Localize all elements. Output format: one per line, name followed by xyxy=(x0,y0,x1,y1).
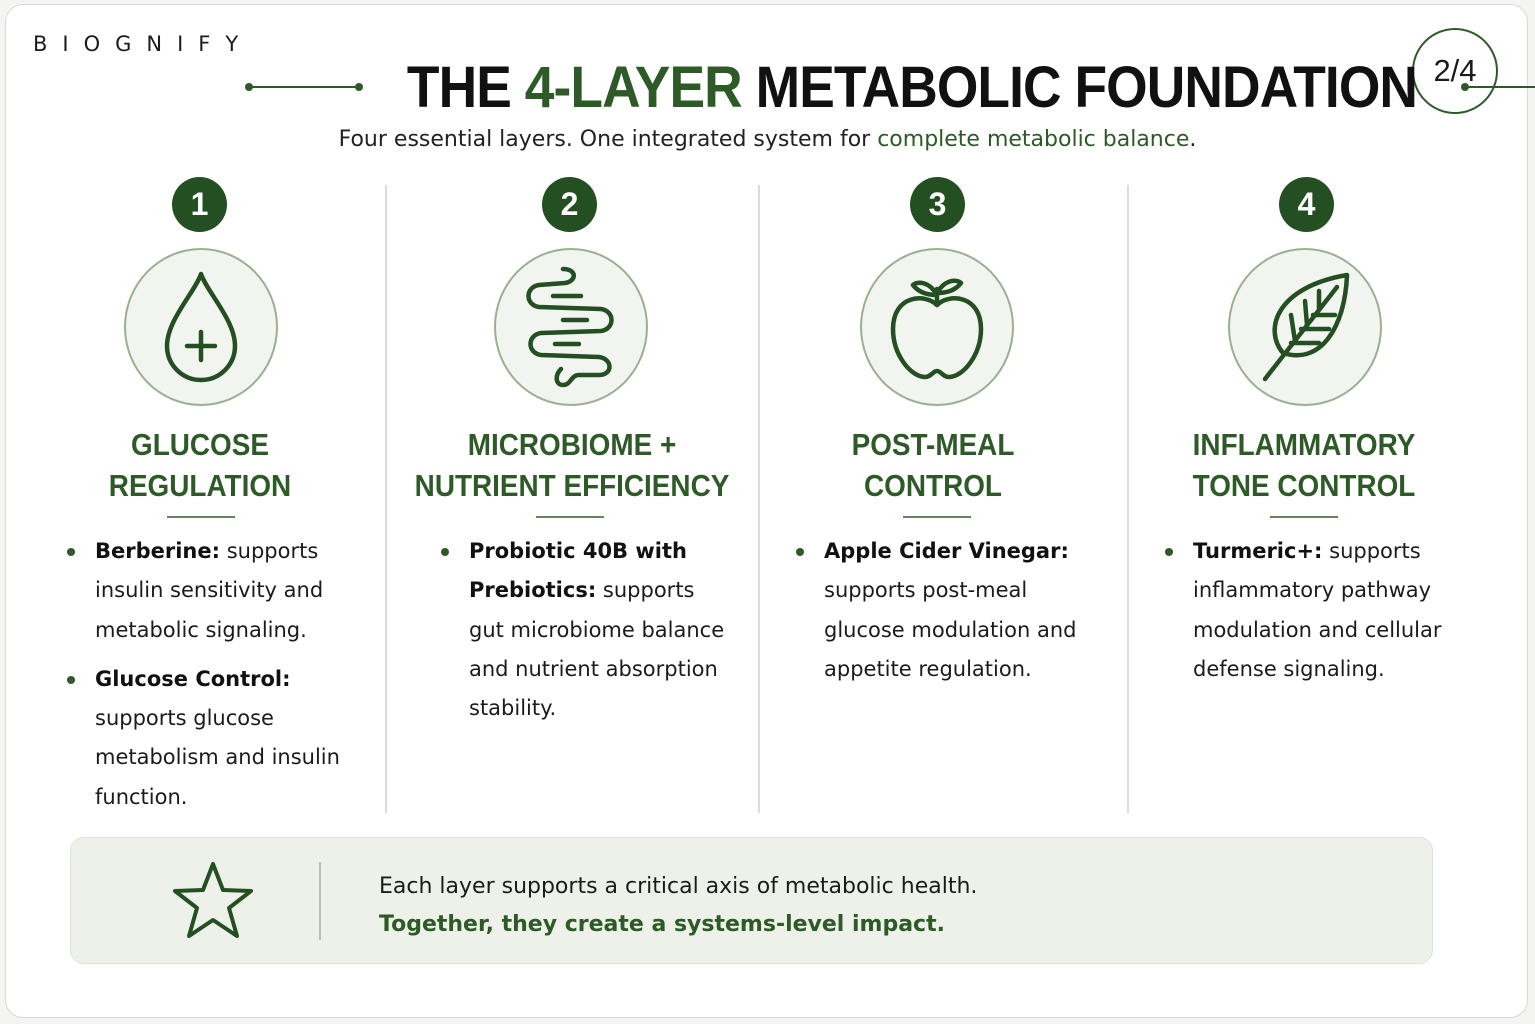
layer-title-line2: REGULATION xyxy=(108,468,292,503)
layer-title: INFLAMMATORY TONE CONTROL xyxy=(1124,424,1484,506)
layer-number-badge: 1 xyxy=(172,177,227,232)
callout-separator xyxy=(319,862,321,940)
list-item: Berberine: supports insulin sensitivity … xyxy=(67,532,367,650)
column-divider xyxy=(385,185,387,813)
layer-column-2: 2 MICROBIOME + NUTRIENT EFFICIENCY Probi… xyxy=(386,0,758,830)
ingredient-description: supports insulin sensitivity and metabol… xyxy=(95,539,324,642)
title-underline xyxy=(167,516,235,518)
summary-callout: Each layer supports a critical axis of m… xyxy=(70,837,1433,964)
list-item: Apple Cider Vinegar: supports post-meal … xyxy=(796,532,1096,689)
layer-title: POST-MEAL CONTROL xyxy=(753,424,1113,506)
ingredient-name: Apple Cider Vinegar: xyxy=(824,539,1069,563)
ingredient-name: Berberine: xyxy=(95,539,221,563)
title-ornament-right xyxy=(1460,82,1535,92)
title-ornament-left xyxy=(245,82,363,92)
ingredient-list: Apple Cider Vinegar: supports post-meal … xyxy=(796,532,1096,699)
page-indicator: 2/4 xyxy=(1412,28,1498,114)
title-row: THE 4-LAYER METABOLIC FOUNDATION xyxy=(245,52,1535,122)
ingredient-description: supports gut microbiome balance and nutr… xyxy=(469,578,725,721)
title-underline xyxy=(1270,516,1338,518)
list-item: Turmeric+: supports inflammatory pathway… xyxy=(1165,532,1465,689)
ingredient-description: supports post-meal glucose modulation an… xyxy=(824,578,1077,681)
layer-title-line1: GLUCOSE xyxy=(131,427,269,462)
subtitle-accent: complete metabolic balance xyxy=(877,127,1190,152)
subtitle-end: . xyxy=(1189,127,1197,152)
ingredient-name: Probiotic 40B with Prebiotics: xyxy=(469,539,687,603)
layer-number-badge: 2 xyxy=(542,177,597,232)
ingredient-list: Probiotic 40B with Prebiotics: supports … xyxy=(441,532,731,738)
list-item: Probiotic 40B with Prebiotics: supports … xyxy=(441,532,731,728)
intestine-icon xyxy=(494,248,648,406)
title-suffix: METABOLIC FOUNDATION xyxy=(755,54,1418,120)
layer-column-4: 4 INFLAMMATORY TONE CONTROL Turmeric+: s… xyxy=(1128,0,1508,830)
column-divider xyxy=(1127,185,1129,813)
ingredient-description: supports inflammatory pathway modulation… xyxy=(1193,539,1442,681)
layer-title-line2: NUTRIENT EFFICIENCY xyxy=(414,468,730,503)
drop-plus-icon xyxy=(124,248,278,406)
subtitle-text: Four essential layers. One integrated sy… xyxy=(338,127,871,152)
ingredient-name: Turmeric+: xyxy=(1193,539,1323,563)
leaf-icon xyxy=(1228,248,1382,406)
layer-number-badge: 3 xyxy=(910,177,965,232)
layer-column-3: 3 POST-MEAL CONTROL Apple Cider Vinegar:… xyxy=(759,0,1127,830)
page-subtitle: Four essential layers. One integrated sy… xyxy=(0,127,1535,152)
apple-icon xyxy=(860,248,1014,406)
list-item: Glucose Control: supports glucose metabo… xyxy=(67,660,367,817)
layer-title-line2: TONE CONTROL xyxy=(1192,468,1416,503)
layer-title: MICROBIOME + NUTRIENT EFFICIENCY xyxy=(378,424,767,506)
ingredient-list: Turmeric+: supports inflammatory pathway… xyxy=(1165,532,1465,699)
ingredient-name: Glucose Control: xyxy=(95,666,291,691)
title-underline xyxy=(903,516,971,518)
layer-title: GLUCOSE REGULATION xyxy=(20,424,380,506)
brand-logo: BIOGNIFY xyxy=(33,32,254,56)
layer-title-line1: MICROBIOME + xyxy=(467,427,677,462)
layer-column-1: 1 GLUCOSE REGULATION Berberine: supports… xyxy=(0,0,385,830)
star-icon xyxy=(171,860,255,944)
column-divider xyxy=(758,185,760,813)
layer-number-badge: 4 xyxy=(1279,177,1334,232)
title-underline xyxy=(536,516,604,518)
callout-text: Each layer supports a critical axis of m… xyxy=(379,874,978,899)
layer-title-line2: CONTROL xyxy=(864,468,1002,503)
ingredient-list: Berberine: supports insulin sensitivity … xyxy=(67,532,367,827)
layer-title-line1: INFLAMMATORY xyxy=(1192,427,1416,462)
layer-title-line1: POST-MEAL xyxy=(851,427,1015,462)
ingredient-description: supports glucose metabolism and insulin … xyxy=(95,706,340,809)
title-accent: 4-LAYER xyxy=(524,54,743,120)
page-title: THE 4-LAYER METABOLIC FOUNDATION xyxy=(406,54,1418,121)
callout-emphasis: Together, they create a systems-level im… xyxy=(379,912,945,937)
title-prefix: THE xyxy=(406,54,512,120)
